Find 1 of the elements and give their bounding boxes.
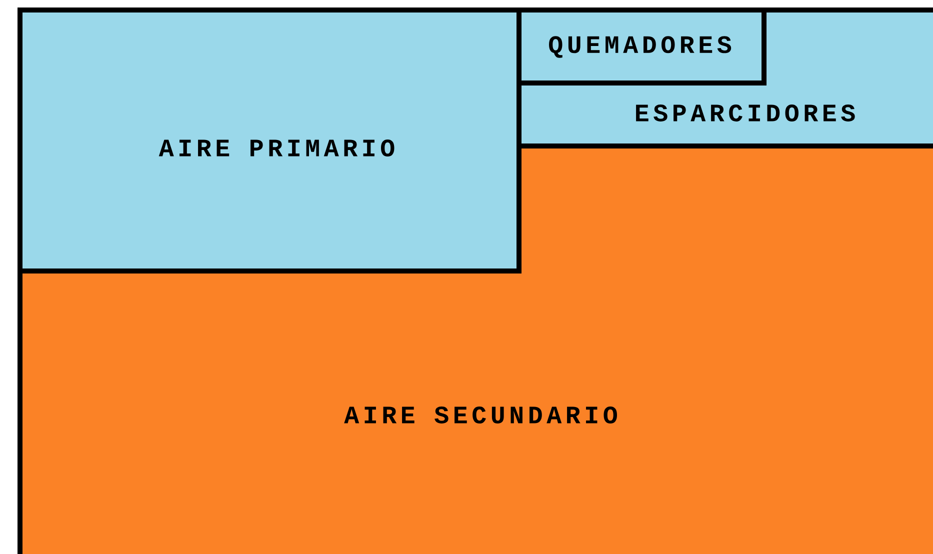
region-box: QUEMADORES — [516, 8, 767, 86]
